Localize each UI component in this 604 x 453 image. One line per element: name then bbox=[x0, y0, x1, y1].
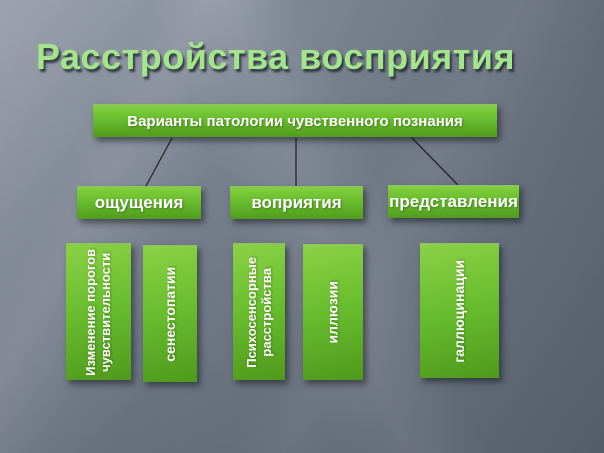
node-label: галлюцинации bbox=[451, 259, 468, 363]
node-label: воприятия bbox=[251, 193, 342, 212]
node-psychosensory-disorders: Психосенсорные расстройства bbox=[233, 243, 285, 380]
node-label: ощущения bbox=[94, 193, 184, 212]
node-sensations: ощущения bbox=[77, 186, 201, 219]
node-label: Изменение порогов чувствительности bbox=[83, 248, 114, 376]
node-illusions: иллюзии bbox=[303, 244, 363, 380]
node-representations: представления bbox=[388, 185, 519, 218]
node-hallucinations: галлюцинации bbox=[420, 243, 499, 378]
node-label: сенестопатии bbox=[161, 266, 178, 362]
slide-title: Расстройства восприятия bbox=[36, 36, 516, 77]
node-threshold-changes: Изменение порогов чувствительности bbox=[66, 243, 131, 380]
node-perceptions: воприятия bbox=[230, 186, 363, 219]
node-senestopathies: сенестопатии bbox=[143, 245, 197, 382]
node-label: Варианты патологии чувственного познания bbox=[127, 112, 463, 130]
node-root-pathology-variants: Варианты патологии чувственного познания bbox=[93, 104, 497, 137]
node-label: представления bbox=[389, 192, 518, 211]
node-label: иллюзии bbox=[324, 281, 341, 344]
node-label: Психосенсорные расстройства bbox=[243, 256, 274, 368]
